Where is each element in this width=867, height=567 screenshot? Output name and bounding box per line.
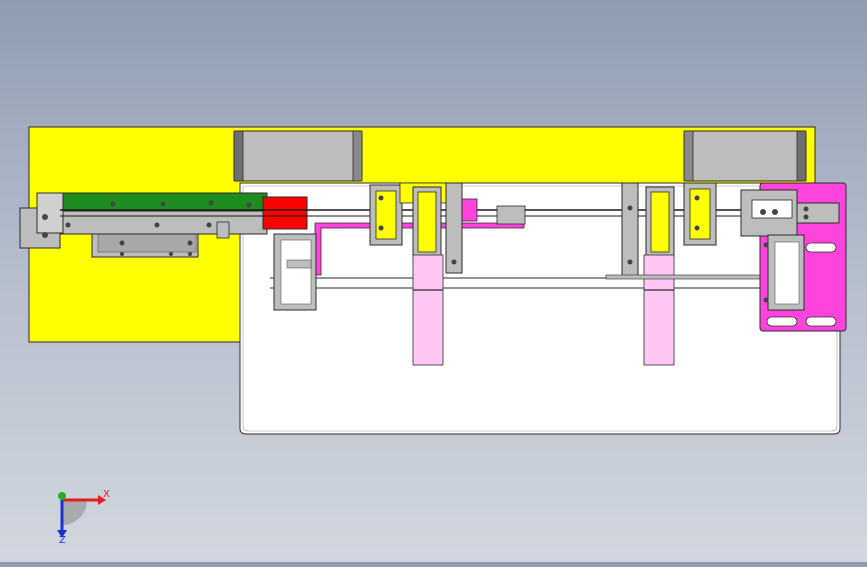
post-screws	[378, 195, 700, 265]
white-base-plate[interactable]	[239, 182, 841, 435]
x-axis-label: X	[103, 489, 110, 500]
triad-shadow	[62, 500, 87, 525]
z-arrowhead-icon	[57, 530, 67, 538]
red-block[interactable]	[262, 196, 308, 230]
bottom-rail	[605, 274, 767, 280]
right-bracket[interactable]	[740, 189, 840, 311]
z-axis-label: Z	[59, 535, 66, 546]
right-top-cylinder[interactable]	[683, 130, 807, 182]
left-top-cylinder[interactable]	[233, 130, 363, 182]
left-vertical-bracket[interactable]	[273, 233, 317, 311]
green-rail-screws	[42, 200, 252, 256]
left-pink-pusher[interactable]	[412, 254, 444, 366]
coordinate-triad: X Z	[57, 489, 110, 546]
right-pink-pusher[interactable]	[643, 254, 675, 366]
left-guide-post[interactable]	[369, 182, 463, 274]
right-guide-post[interactable]	[621, 182, 717, 279]
x-arrowhead-icon	[98, 495, 106, 505]
y-axis-dot-icon	[58, 492, 66, 500]
